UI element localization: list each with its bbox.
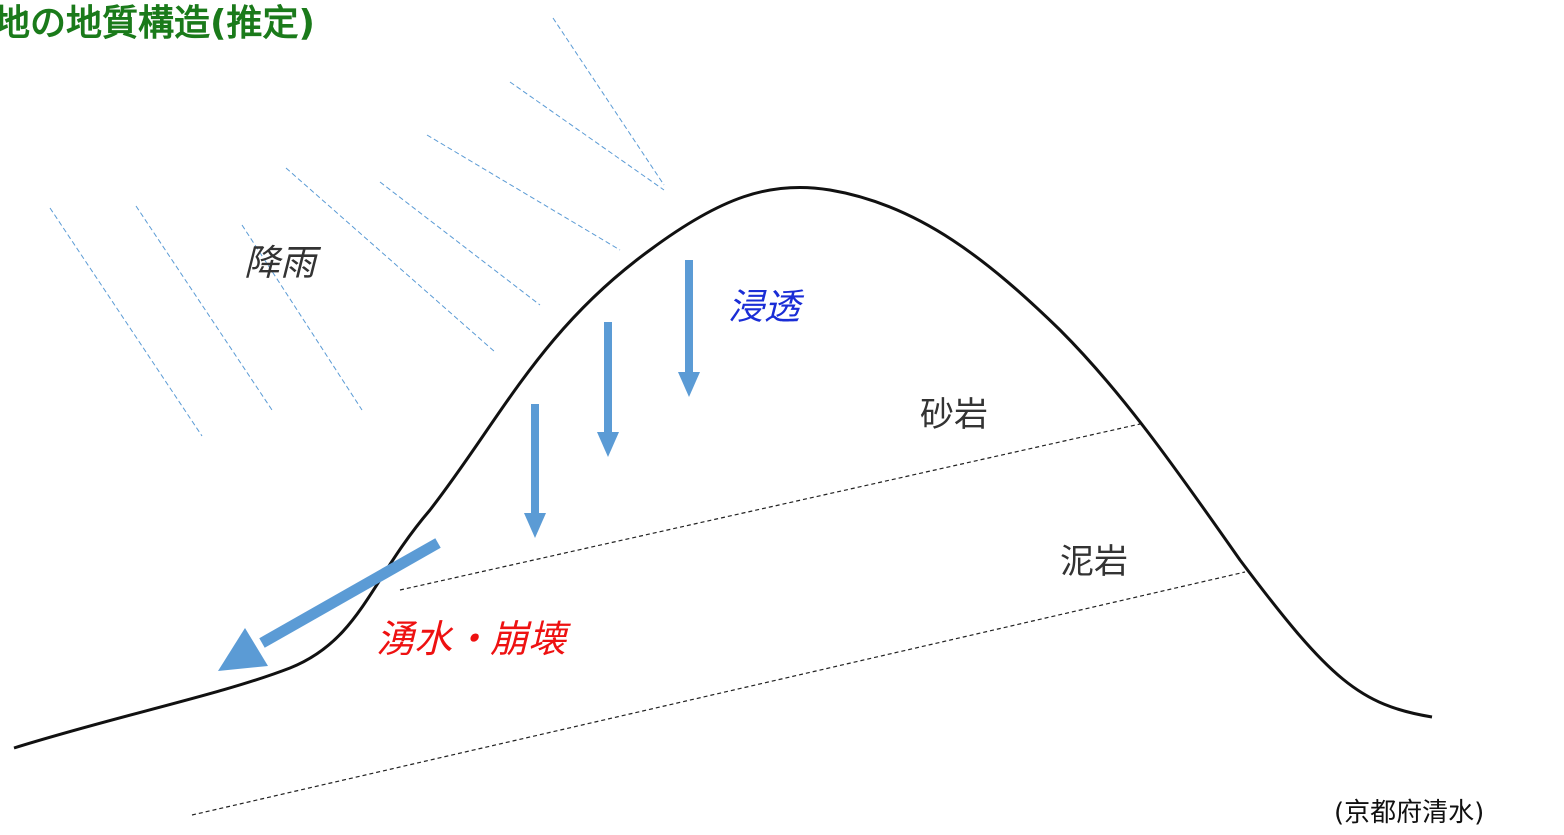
strata-boundaries (191, 423, 1246, 816)
source-credit: (京都府清水) (1334, 798, 1485, 828)
infiltration-arrows (524, 260, 700, 538)
rain-line (241, 224, 363, 411)
sandstone-mudstone-boundary (399, 423, 1141, 591)
page-title: 地の地質構造(推定) (0, 3, 315, 44)
rain-line (509, 81, 665, 191)
rain-line (49, 207, 203, 437)
rain-line (379, 181, 541, 306)
infiltration-arrow (524, 404, 546, 538)
terrain-profile (13, 185, 1433, 750)
mudstone-label: 泥岩 (1060, 542, 1128, 582)
rain-line (426, 134, 621, 251)
spring-collapse-label: 湧水・崩壊 (376, 617, 567, 661)
rain-line (285, 167, 496, 353)
spring-collapse-arrow (218, 538, 441, 671)
rain-lines (49, 17, 665, 437)
rain-line (552, 17, 665, 186)
infiltration-arrow (678, 260, 700, 397)
mudstone-lower-boundary (191, 571, 1246, 816)
infiltration-label: 浸透 (728, 287, 801, 328)
sandstone-label: 砂岩 (920, 395, 988, 435)
rain-line (135, 205, 273, 411)
infiltration-arrow (597, 322, 619, 457)
rainfall-label: 降雨 (244, 243, 317, 284)
